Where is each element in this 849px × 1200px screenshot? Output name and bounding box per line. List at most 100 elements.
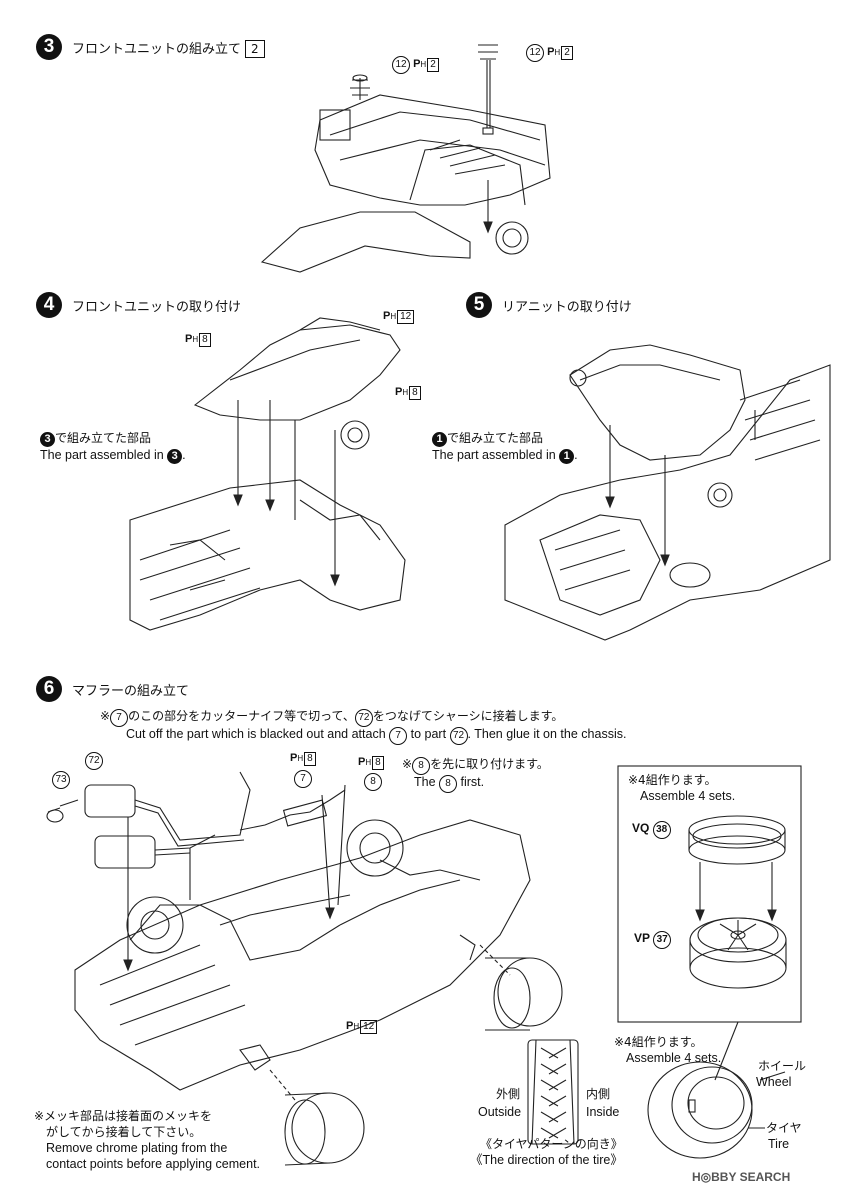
- chrome-note-jp-2: がしてから接着して下さい。: [46, 1125, 202, 1139]
- part-number-circle: 12: [526, 44, 544, 62]
- vq-text: VQ: [632, 821, 650, 835]
- ph-h: H: [192, 335, 199, 344]
- ph-h: H: [390, 312, 397, 321]
- part-number-circle: 7: [389, 727, 408, 745]
- step-5-title: リアニットの取り付け: [502, 300, 632, 315]
- ph-p: P: [185, 333, 193, 345]
- step-ref-badge: 1: [432, 432, 447, 447]
- step-3-badge: 3: [36, 34, 62, 60]
- vq-label: VQ 38: [632, 820, 671, 839]
- note-text: で組み立てた部品: [447, 431, 544, 445]
- step-6-title: マフラーの組み立て: [72, 684, 190, 699]
- note-text: のこの部分をカッターナイフ等で切って、: [128, 709, 355, 723]
- part-73-label: 73: [52, 771, 70, 789]
- front-unit-drawing: [260, 44, 551, 273]
- tire-direction-jp: 《タイヤパターンの向き》: [480, 1137, 623, 1151]
- chrome-note-en-1: Remove chrome plating from the: [46, 1141, 228, 1155]
- step-3-title-text: フロントユニットの組み立て: [72, 42, 242, 57]
- tire-direction-en: 《The direction of the tire》: [470, 1153, 623, 1167]
- note-text: を先に取り付けます。: [430, 757, 549, 771]
- part-number-circle: 8: [412, 757, 431, 775]
- wheel-box-drawing: [617, 765, 802, 1159]
- step-ref-badge: 3: [40, 432, 55, 447]
- note-text: The: [414, 775, 436, 789]
- step-6-note-2-en: The 8 first.: [414, 774, 484, 793]
- note-mark: ※: [100, 709, 111, 723]
- vp-label: VP 37: [634, 930, 672, 949]
- muffler-assembly-drawing: [46, 771, 563, 1166]
- outside-label-jp: 外側: [496, 1087, 521, 1101]
- ph-p: P: [547, 46, 555, 58]
- part-7-label: 7: [294, 770, 312, 788]
- ph-p: P: [395, 386, 403, 398]
- wheel-box-note-en: Assemble 4 sets.: [640, 789, 736, 803]
- front-unit-attach-drawing: [129, 317, 406, 631]
- wheel-note-jp: ※4組作ります。: [614, 1035, 703, 1049]
- ph-h: H: [365, 758, 372, 767]
- ph-p: P: [290, 752, 298, 764]
- part-number-circle: 38: [652, 821, 671, 839]
- note-text: The part assembled in: [40, 448, 164, 462]
- step-4-badge: 4: [36, 292, 62, 318]
- tire-tread-drawing: [527, 1039, 579, 1145]
- note-text: Cut off the part which is blacked out an…: [126, 727, 386, 741]
- wheel-label-en: Wheel: [756, 1075, 792, 1089]
- wheel-box-note-jp: ※4組作ります。: [628, 773, 717, 787]
- ph-h: H: [297, 754, 304, 763]
- rear-unit-attach-drawing: [504, 344, 831, 641]
- part-72-label: 72: [85, 752, 103, 770]
- chrome-note-jp-1: ※メッキ部品は接着面のメッキを: [34, 1109, 213, 1123]
- tire-label-en: Tire: [768, 1137, 790, 1151]
- ph-count: 8: [372, 756, 384, 770]
- part-number-circle: 72: [354, 709, 373, 727]
- part-number-circle: 7: [110, 709, 129, 727]
- outside-label-en: Outside: [478, 1105, 522, 1119]
- note-text: to part: [410, 727, 447, 741]
- step-6-note-1-en: Cut off the part which is blacked out an…: [126, 726, 626, 745]
- note-text: で組み立てた部品: [55, 431, 152, 445]
- ph-h: H: [353, 1022, 360, 1031]
- ph-count: 8: [199, 333, 211, 347]
- ph-count: 8: [409, 386, 421, 400]
- note-period: .: [182, 448, 186, 462]
- ph-p: P: [346, 1020, 354, 1032]
- part-number-circle: 72: [449, 727, 468, 745]
- step-4-title: フロントユニットの取り付け: [72, 300, 242, 315]
- inside-label-en: Inside: [586, 1105, 620, 1119]
- watermark: H◎BBY SEARCH: [692, 1170, 791, 1184]
- inside-label-jp: 内側: [586, 1087, 611, 1101]
- step-ref-badge: 1: [559, 449, 575, 464]
- note-text: first.: [460, 775, 485, 789]
- step-5-note-en: The part assembled in 1.: [432, 447, 578, 464]
- ph-count: 2: [427, 58, 439, 72]
- chrome-note-en-2: contact points before applying cement.: [46, 1157, 261, 1171]
- vp-text: VP: [634, 931, 650, 945]
- step-3-box-number: 2: [245, 40, 265, 58]
- step-6-badge: 6: [36, 676, 62, 702]
- step-4-note-en: The part assembled in 3.: [40, 447, 186, 464]
- note-period: .: [574, 448, 578, 462]
- note-text: The part assembled in: [432, 448, 556, 462]
- ph-h: H: [402, 388, 409, 397]
- ph-p: P: [358, 756, 366, 768]
- part-8-label: 8: [364, 773, 382, 791]
- ph-h: H: [420, 60, 427, 69]
- wheel-note-en: Assemble 4 sets.: [626, 1051, 722, 1065]
- note-text: をつなげてシャーシに接着します。: [372, 709, 564, 723]
- part-number-circle: 12: [392, 56, 410, 74]
- part-number-circle: 8: [439, 775, 458, 793]
- ph-count: 8: [304, 752, 316, 766]
- tire-label-jp: タイヤ: [766, 1121, 802, 1135]
- ph-count: 12: [360, 1020, 378, 1034]
